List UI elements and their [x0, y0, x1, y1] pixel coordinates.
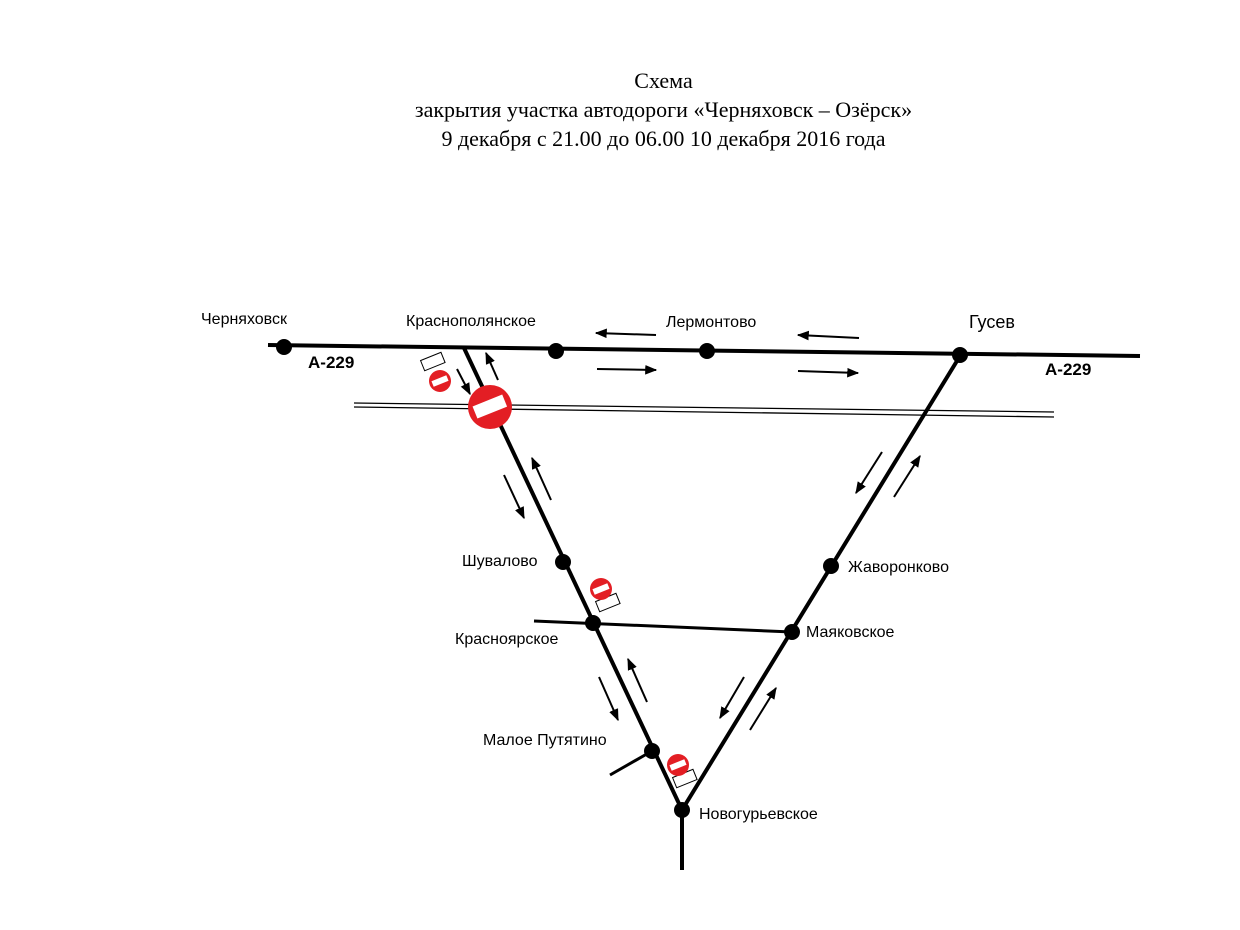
label-shuvalovo: Шувалово	[462, 553, 538, 570]
road-label-west: А-229	[308, 353, 354, 372]
lermontovo-dot	[699, 343, 715, 359]
no-entry-sign-icon	[429, 370, 451, 392]
novogurevskoe-dot	[674, 802, 690, 818]
label-krasnoyarskoe: Красноярское	[455, 631, 558, 648]
gusev-dot	[952, 347, 968, 363]
arrow-icon	[719, 676, 745, 720]
krasnopolyanskoe-dot	[548, 343, 564, 359]
label-maloe-putyatino: Малое Путятино	[483, 732, 607, 749]
no-entry-sign-icon	[590, 578, 612, 600]
no-entry-sign-icon	[468, 385, 512, 429]
arrow-icon	[855, 451, 883, 495]
chernyakhovsk-dot	[276, 339, 292, 355]
zhavoronkovo-dot	[823, 558, 839, 574]
arrow-icon	[594, 328, 657, 339]
title-line-1: Схема	[634, 68, 693, 93]
no-entry-sign-icon	[667, 754, 689, 776]
arrow-icon	[749, 686, 777, 731]
railway-line-1	[353, 402, 1055, 413]
maloe-putyatino-dot	[644, 743, 660, 759]
label-zhavoronkovo: Жаворонково	[848, 559, 949, 576]
arrow-icon	[503, 474, 525, 520]
arrow-icon	[485, 351, 499, 381]
title-line-2: закрытия участка автодороги «Черняховск …	[414, 97, 913, 122]
arrow-icon	[598, 676, 619, 722]
railway-line-2	[353, 406, 1055, 418]
label-novogurevskoe: Новогурьевское	[699, 806, 818, 823]
label-krasnopolyanskoe: Краснополянское	[406, 313, 536, 330]
east-road	[680, 354, 962, 812]
label-chernyakhovsk: Черняховск	[201, 311, 288, 328]
krasnoyarskoe-dot	[585, 615, 601, 631]
arrow-icon	[627, 657, 648, 703]
label-gusev: Гусев	[969, 312, 1015, 332]
arrow-icon	[893, 454, 921, 498]
arrow-icon	[531, 456, 552, 501]
schema-title: Схема закрытия участка автодороги «Черня…	[0, 66, 1240, 153]
label-lermontovo: Лермонтово	[666, 314, 756, 331]
arrow-icon	[796, 330, 860, 341]
arrow-icon	[596, 365, 658, 375]
label-mayakovskoe: Маяковское	[806, 624, 895, 641]
sign-plate-icon	[419, 351, 446, 372]
arrow-icon	[456, 368, 471, 396]
arrow-icon	[797, 367, 860, 378]
mayakovskoe-dot	[784, 624, 800, 640]
road-label-east: А-229	[1045, 360, 1091, 379]
title-line-3: 9 декабря с 21.00 до 06.00 10 декабря 20…	[441, 126, 886, 151]
shuvalovo-dot	[555, 554, 571, 570]
side-road	[609, 749, 653, 777]
cross-road	[533, 619, 793, 634]
